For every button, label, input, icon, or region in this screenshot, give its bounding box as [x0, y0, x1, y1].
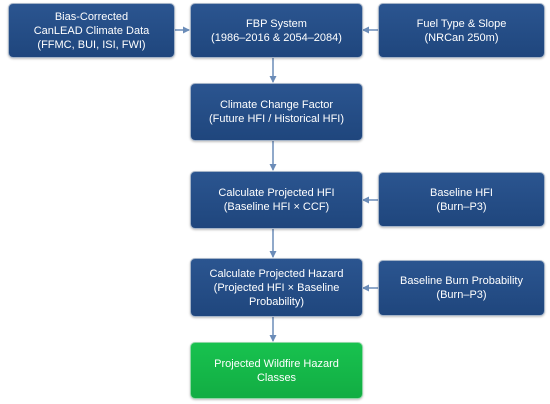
projected-hfi-line1: Calculate Projected HFI	[218, 187, 335, 199]
baseline-burn-probability-box: Baseline Burn Probability (Burn–P3)	[378, 260, 545, 316]
hazard-classes-line1: Projected Wildfire Hazard	[214, 357, 339, 370]
projected-hazard-line1: Calculate Projected Hazard	[209, 267, 344, 280]
fbp-line1: FBP System	[246, 17, 307, 30]
ccf-line1: Climate Change Factor	[219, 99, 334, 111]
fbp-line2: (1986–2016 & 2054–2084)	[211, 31, 342, 44]
wildfire-hazard-classes-box: Projected Wildfire Hazard Classes	[190, 342, 363, 399]
canlead-line1: Bias-Corrected	[54, 10, 129, 23]
baseline-bp-line1: Baseline Burn Probability	[400, 275, 523, 287]
baseline-hfi-box: Baseline HFI (Burn–P3)	[378, 172, 545, 227]
fuel-line1: Fuel Type & Slope	[416, 17, 507, 30]
projected-hazard-line3: Probability)	[248, 295, 305, 308]
canlead-line3: (FFMC, BUI, ISI, FWI)	[37, 38, 146, 51]
canlead-climate-data-box: Bias-Corrected CanLEAD Climate Data (FFM…	[8, 3, 175, 58]
baseline-hfi-line1: Baseline HFI	[430, 186, 493, 199]
fuel-line2: (NRCan 250m)	[424, 31, 499, 44]
baseline-hfi-line2: (Burn–P3)	[436, 200, 487, 213]
projected-hfi-line2: (Baseline HFI × CCF)	[223, 201, 330, 213]
projected-hazard-line2: (Projected HFI × Baseline	[213, 281, 340, 294]
fuel-type-slope-box: Fuel Type & Slope (NRCan 250m)	[378, 3, 545, 58]
projected-hfi-box: Calculate Projected HFI (Baseline HFI × …	[190, 171, 363, 229]
canlead-line2: CanLEAD Climate Data	[33, 24, 150, 37]
projected-hazard-box: Calculate Projected Hazard (Projected HF…	[190, 258, 363, 317]
fbp-system-box: FBP System (1986–2016 & 2054–2084)	[190, 3, 363, 58]
hazard-classes-line2: Classes	[256, 371, 297, 384]
climate-change-factor-box: Climate Change Factor (Future HFI / Hist…	[190, 83, 363, 141]
baseline-bp-line2: (Burn–P3)	[436, 289, 487, 301]
ccf-line2: (Future HFI / Historical HFI)	[208, 113, 345, 125]
